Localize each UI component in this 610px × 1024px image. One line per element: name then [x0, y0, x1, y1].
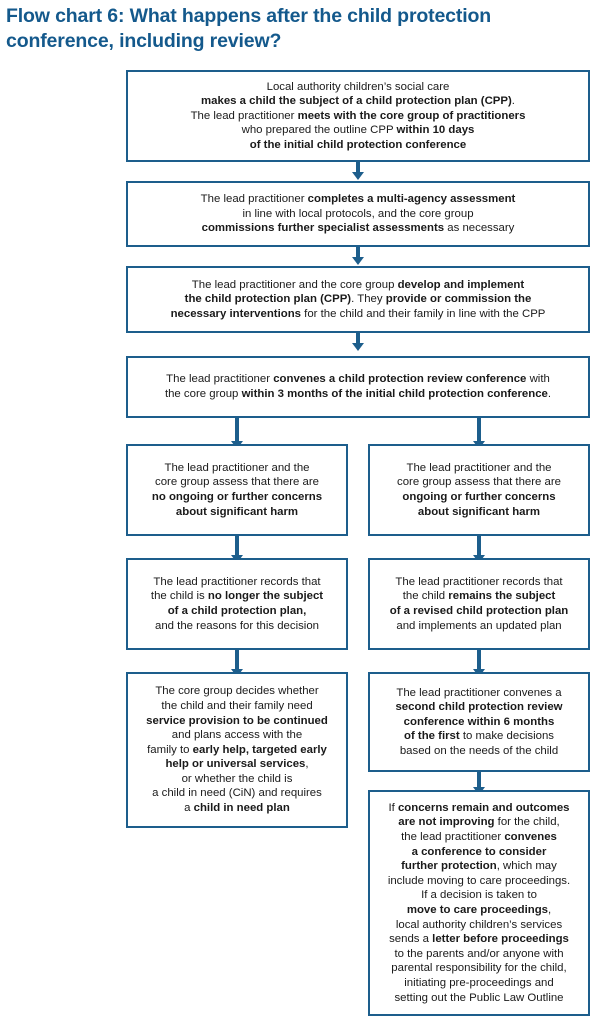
- page-title: Flow chart 6: What happens after the chi…: [6, 5, 492, 52]
- flow-node-n3-text: The lead practitioner and the core group…: [170, 278, 546, 320]
- flow-node-n4-text: The lead practitioner convenes a child p…: [164, 373, 552, 400]
- flow-node-n2: The lead practitioner completes a multi-…: [126, 181, 590, 247]
- flow-node-n3: The lead practitioner and the core group…: [126, 266, 590, 333]
- flow-node-n4: The lead practitioner convenes a child p…: [126, 356, 590, 418]
- flow-node-n2-text: The lead practitioner completes a multi-…: [200, 193, 516, 235]
